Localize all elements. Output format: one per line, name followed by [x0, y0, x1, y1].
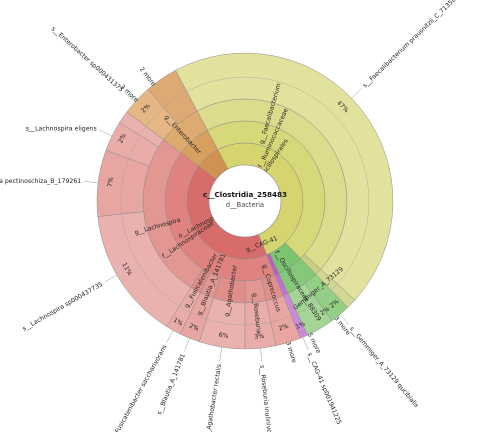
outer-roseburia-inulinivorans: s__Roseburia inulinivorans [258, 365, 274, 432]
pct-enterobacter: 2% [140, 103, 152, 115]
outer-roseburia-inulinivorans-leader [260, 348, 263, 363]
pct-coprococcus: 2% [278, 323, 290, 333]
more-label-2: 3 more [332, 315, 351, 337]
outer-lachnospira-eligens: s__Lachnospira eligens [26, 126, 97, 133]
more-label-1: 3 more [284, 341, 297, 364]
label-roseburia: g__Roseburia [251, 293, 262, 335]
outer-enterobacter-sp: s__Enterobacter sp000431375 [50, 25, 125, 93]
outer-blautia: s__Blautia_A_141781 [156, 353, 187, 416]
chart-wedges [96, 52, 394, 350]
pct-lachnospira-eligens: 2% [117, 133, 128, 145]
species-wedge-faecalibacterium-prausnitzii[interactable] [175, 52, 394, 301]
species-ring-divider [120, 76, 370, 326]
outer-agathobacter-rectalis-leader [219, 347, 223, 362]
pct-blautia: 2% [188, 322, 200, 332]
outer-lachnospira-pectinoschiza-leader [84, 181, 99, 184]
outer-enterobacter-sp-leader [124, 92, 136, 103]
outer-agathobacter-rectalis: s__Agathobacter rectalis [204, 363, 223, 432]
outer-fusicatenibacter-saccharivorans-leader [166, 330, 174, 343]
outer-gemmiger-qucibialis: s__Gemmiger_A_73129 qucibialis [348, 325, 420, 409]
more-label-4: 2 more [138, 66, 157, 88]
outer-cag-41-sp: s__CAG-41 sp001941225 [306, 352, 343, 426]
parent-node-label: d__Bacteria [226, 201, 264, 209]
outer-blautia-leader [184, 338, 190, 352]
pct-small-0: 2% [319, 306, 331, 318]
outer-lachnospira-pectinoschiza: s__Lachnospira pectinoschiza_B_179261 [0, 178, 81, 185]
pct-fusicatenibacter: 1% [172, 317, 184, 328]
root-node-label: c__Clostridia_258483 [203, 190, 287, 199]
pct-small-2: 1% [295, 320, 307, 330]
pct-roseburia: 3% [254, 333, 265, 341]
outer-lachnospira-eligens-leader [99, 129, 113, 137]
more-label-0: 5 more [306, 332, 322, 355]
species-wedge-entero-more[interactable] [147, 69, 198, 125]
outer-lachnospira-sp: s__Lachnospira sp000437735 [21, 281, 104, 333]
pct-small-1: 2% [329, 298, 341, 310]
outer-lachnospira-sp-leader [104, 274, 117, 283]
pct-agathobacter: 6% [218, 332, 229, 340]
chart-leader-lines [84, 88, 362, 363]
center-disc[interactable] [208, 164, 282, 238]
outer-faecalibacterium-prausnitzii: s__Faecalibacterium prausnitzii_C_71358 [362, 0, 458, 89]
outer-cag-41-sp-leader [302, 337, 309, 351]
outer-fusicatenibacter-saccharivorans: s__Fusicatenibacter saccharivorans [109, 344, 168, 432]
pct-lachnospira-pectinoschiza: 7% [107, 177, 115, 188]
outer-gemmiger-qucibialis-leader [339, 314, 350, 326]
outer-faecalibacterium-prausnitzii-leader [351, 88, 362, 99]
